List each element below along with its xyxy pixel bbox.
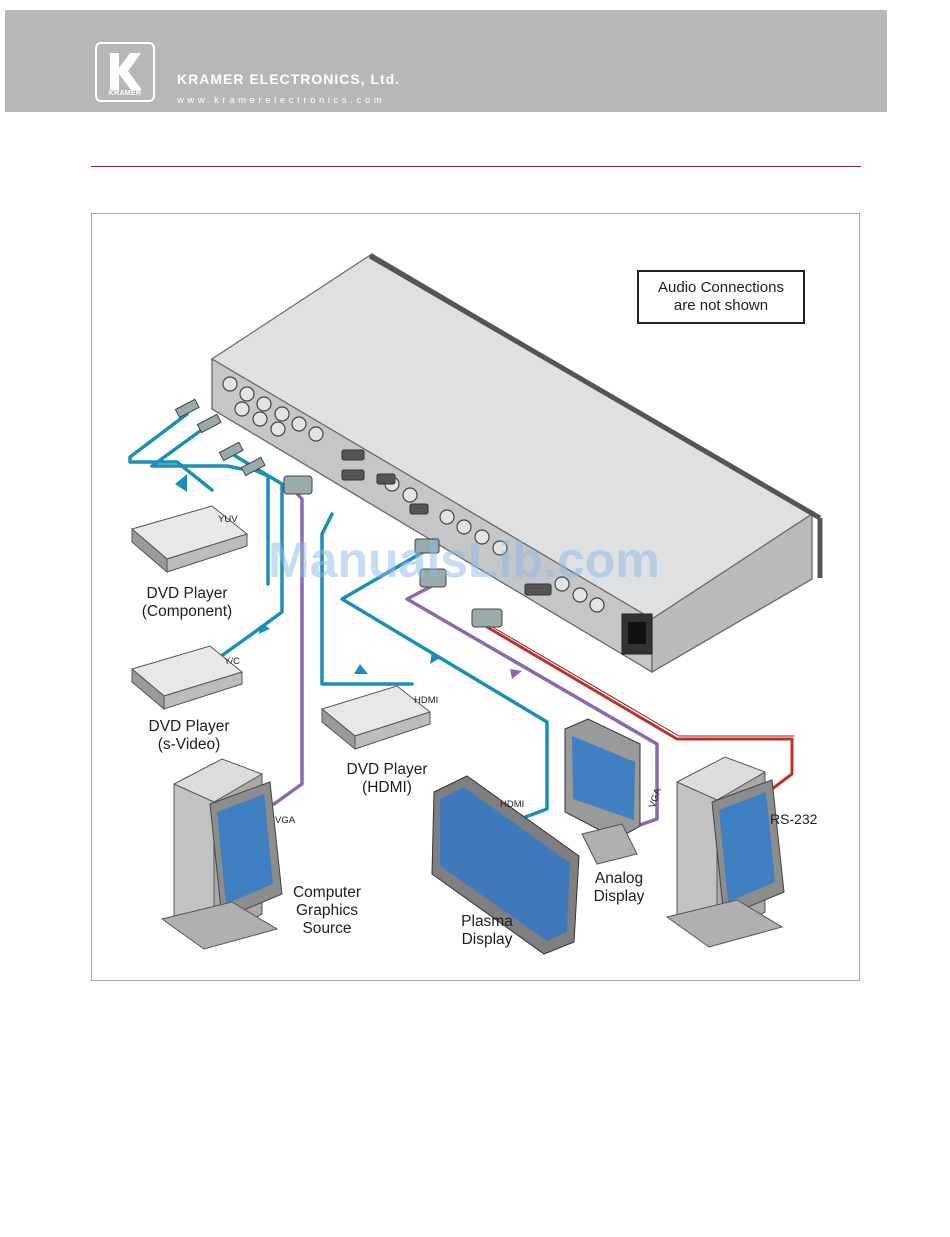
cable-label-yuv: YUV: [218, 514, 238, 525]
audio-note-line1: Audio Connections: [658, 279, 784, 297]
kramer-logo: KRAMER: [95, 42, 155, 102]
dvd-hdmi-label: DVD Player (HDMI): [332, 761, 442, 797]
plasma-label-line1: Plasma: [447, 913, 527, 931]
page-header: KRAMER KRAMER ELECTRONICS, Ltd. www.kram…: [5, 10, 887, 112]
analog-display-icon: [565, 719, 640, 864]
company-website: www.kramerelectronics.com: [177, 95, 385, 106]
computer-graphics-source-icon: [162, 759, 282, 949]
dvd-component-label: DVD Player (Component): [132, 585, 242, 621]
dvd-component-label-line2: (Component): [132, 603, 242, 621]
audio-note-box: Audio Connections are not shown: [637, 270, 805, 324]
company-name: KRAMER ELECTRONICS, Ltd.: [177, 71, 400, 87]
header-divider: [91, 166, 861, 167]
computer-label-line1: Computer: [282, 884, 372, 902]
computer-label-line3: Source: [282, 920, 372, 938]
computer-source-label: Computer Graphics Source: [282, 884, 372, 938]
watermark: ManualsLib.com: [268, 531, 660, 589]
cable-label-hdmi-out: HDMI: [500, 799, 524, 810]
dvd-hdmi-label-line1: DVD Player: [332, 761, 442, 779]
cable-label-hdmi-in: HDMI: [414, 695, 438, 706]
dvd-svideo-label-line1: DVD Player: [134, 718, 244, 736]
dvd-svideo-label-line2: (s-Video): [134, 736, 244, 754]
audio-note-line2: are not shown: [674, 297, 768, 315]
rs232-label: RS-232: [770, 810, 817, 828]
cable-label-yc: Y/C: [224, 656, 240, 667]
control-computer-icon: [667, 757, 784, 947]
plasma-label-line2: Display: [447, 931, 527, 949]
logo-caption: KRAMER: [97, 90, 153, 97]
dvd-component-label-line1: DVD Player: [132, 585, 242, 603]
analog-display-label: Analog Display: [579, 870, 659, 906]
analog-label-line1: Analog: [579, 870, 659, 888]
plasma-display-label: Plasma Display: [447, 913, 527, 949]
dvd-svideo-label: DVD Player (s-Video): [134, 718, 244, 754]
dvd-hdmi-label-line2: (HDMI): [332, 779, 442, 797]
cable-label-vga-in: VGA: [275, 815, 295, 826]
connection-diagram: Audio Connections are not shown DVD Play…: [91, 213, 860, 981]
computer-label-line2: Graphics: [282, 902, 372, 920]
analog-label-line2: Display: [579, 888, 659, 906]
